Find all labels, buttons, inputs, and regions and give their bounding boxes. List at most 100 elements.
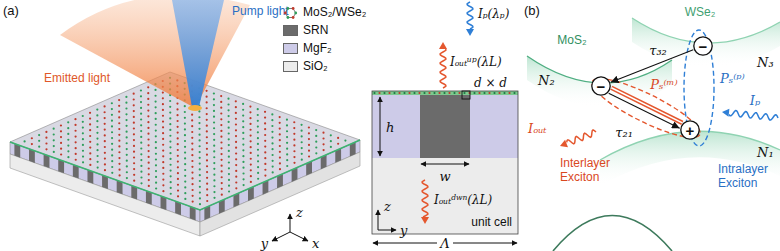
lattice-atom xyxy=(126,154,128,156)
lattice-atom xyxy=(96,120,98,122)
lattice-atom xyxy=(31,137,33,139)
wave-head xyxy=(421,217,429,224)
lattice-atom xyxy=(308,144,310,146)
lattice-atom xyxy=(272,165,274,167)
lattice-atom xyxy=(140,171,142,173)
lattice-atom xyxy=(133,104,135,106)
lattice-atom xyxy=(213,162,215,164)
signal-label: Iₒᵤₜ xyxy=(528,121,547,136)
lattice-atom xyxy=(192,195,194,197)
lattice-atom xyxy=(257,166,259,168)
lattice-atom xyxy=(184,123,186,125)
lattice-atom xyxy=(111,108,113,110)
lattice-atom xyxy=(330,134,332,136)
lattice-atom xyxy=(315,129,317,131)
lattice-atom xyxy=(89,141,91,143)
lattice-atom xyxy=(184,186,186,188)
lattice-atom xyxy=(118,140,120,142)
lattice-atom xyxy=(162,120,164,122)
lattice-atom xyxy=(191,114,193,116)
lattice-atom xyxy=(294,11,297,14)
lattice-atom xyxy=(293,139,295,141)
sio2-region xyxy=(372,158,518,234)
lattice-atom xyxy=(220,141,222,143)
lattice-atom xyxy=(162,109,164,111)
lattice-atom xyxy=(82,126,84,128)
lattice-atom xyxy=(118,134,120,136)
lattice-atom xyxy=(213,185,215,187)
lattice-atom xyxy=(162,184,164,186)
lattice-atom xyxy=(111,137,113,139)
level-label: N₂ xyxy=(538,73,555,88)
lattice-atom xyxy=(118,174,120,176)
lattice-atom xyxy=(463,92,465,94)
lattice-atom xyxy=(155,164,157,166)
lattice-atom xyxy=(228,115,230,117)
lattice-atom xyxy=(96,109,98,111)
lattice-atom xyxy=(279,151,281,153)
lattice-atom xyxy=(111,143,113,145)
lattice-atom xyxy=(82,144,84,146)
lattice-atom xyxy=(250,140,252,142)
lattice-atom xyxy=(155,187,157,189)
lattice-atom xyxy=(271,142,273,144)
lattice-atom xyxy=(169,158,171,160)
lattice-atom xyxy=(104,111,106,113)
lattice-atom xyxy=(398,92,400,94)
transition-line xyxy=(611,88,682,123)
lattice-atom xyxy=(111,172,113,174)
lattice-atom xyxy=(206,107,208,109)
monolayer-edge xyxy=(10,140,360,210)
lattice-atom xyxy=(104,163,106,165)
lattice-atom xyxy=(140,147,142,149)
lattice-atom xyxy=(228,173,230,175)
lattice-atom xyxy=(38,146,40,148)
lattice-atom xyxy=(213,197,215,199)
lattice-atom xyxy=(198,110,200,112)
lattice-atom xyxy=(96,126,98,128)
lattice-atom xyxy=(67,121,69,123)
lattice-atom xyxy=(53,139,55,141)
lattice-atom xyxy=(162,126,164,128)
legend-text: SiO₂ xyxy=(303,59,328,73)
lattice-atom xyxy=(279,162,281,164)
lattice-atom xyxy=(483,92,485,94)
lattice-atom xyxy=(67,144,69,146)
band-edge xyxy=(553,216,672,251)
lattice-atom xyxy=(206,188,208,190)
lattice-atom xyxy=(206,159,208,161)
lattice-atom xyxy=(191,119,193,121)
lattice-atom xyxy=(104,169,106,171)
lattice-atom xyxy=(330,146,332,148)
lattice-atom xyxy=(177,149,179,151)
lattice-atom xyxy=(228,185,230,187)
lattice-atom xyxy=(74,124,76,126)
lattice-atom xyxy=(344,139,346,141)
lattice-atom xyxy=(301,159,303,161)
lattice-atom xyxy=(75,147,77,149)
lattice-atom xyxy=(199,192,201,194)
lattice-atom xyxy=(140,176,142,178)
lattice-atom xyxy=(235,135,237,137)
legend-swatch xyxy=(283,7,298,18)
lattice-atom xyxy=(250,163,252,165)
lattice-atom xyxy=(206,136,208,138)
lattice-atom xyxy=(154,95,156,97)
polarization-label: Pₛ⁽ᵖ⁾ xyxy=(720,71,745,86)
lattice-atom xyxy=(286,148,288,150)
lattice-atom xyxy=(228,190,230,192)
lattice-atom xyxy=(147,121,149,123)
lattice-atom xyxy=(264,151,266,153)
lattice-atom xyxy=(155,170,157,172)
lattice-atom xyxy=(155,176,157,178)
lattice-atom xyxy=(198,122,200,124)
lattice-atom xyxy=(96,149,98,151)
lattice-atom xyxy=(257,178,259,180)
lattice-atom xyxy=(330,140,332,142)
axis-arrow xyxy=(272,232,290,241)
lattice-atom xyxy=(388,92,390,94)
lattice-atom xyxy=(74,135,76,137)
lattice-atom xyxy=(148,185,150,187)
lattice-atom xyxy=(322,132,324,134)
lattice-atom xyxy=(125,96,127,98)
